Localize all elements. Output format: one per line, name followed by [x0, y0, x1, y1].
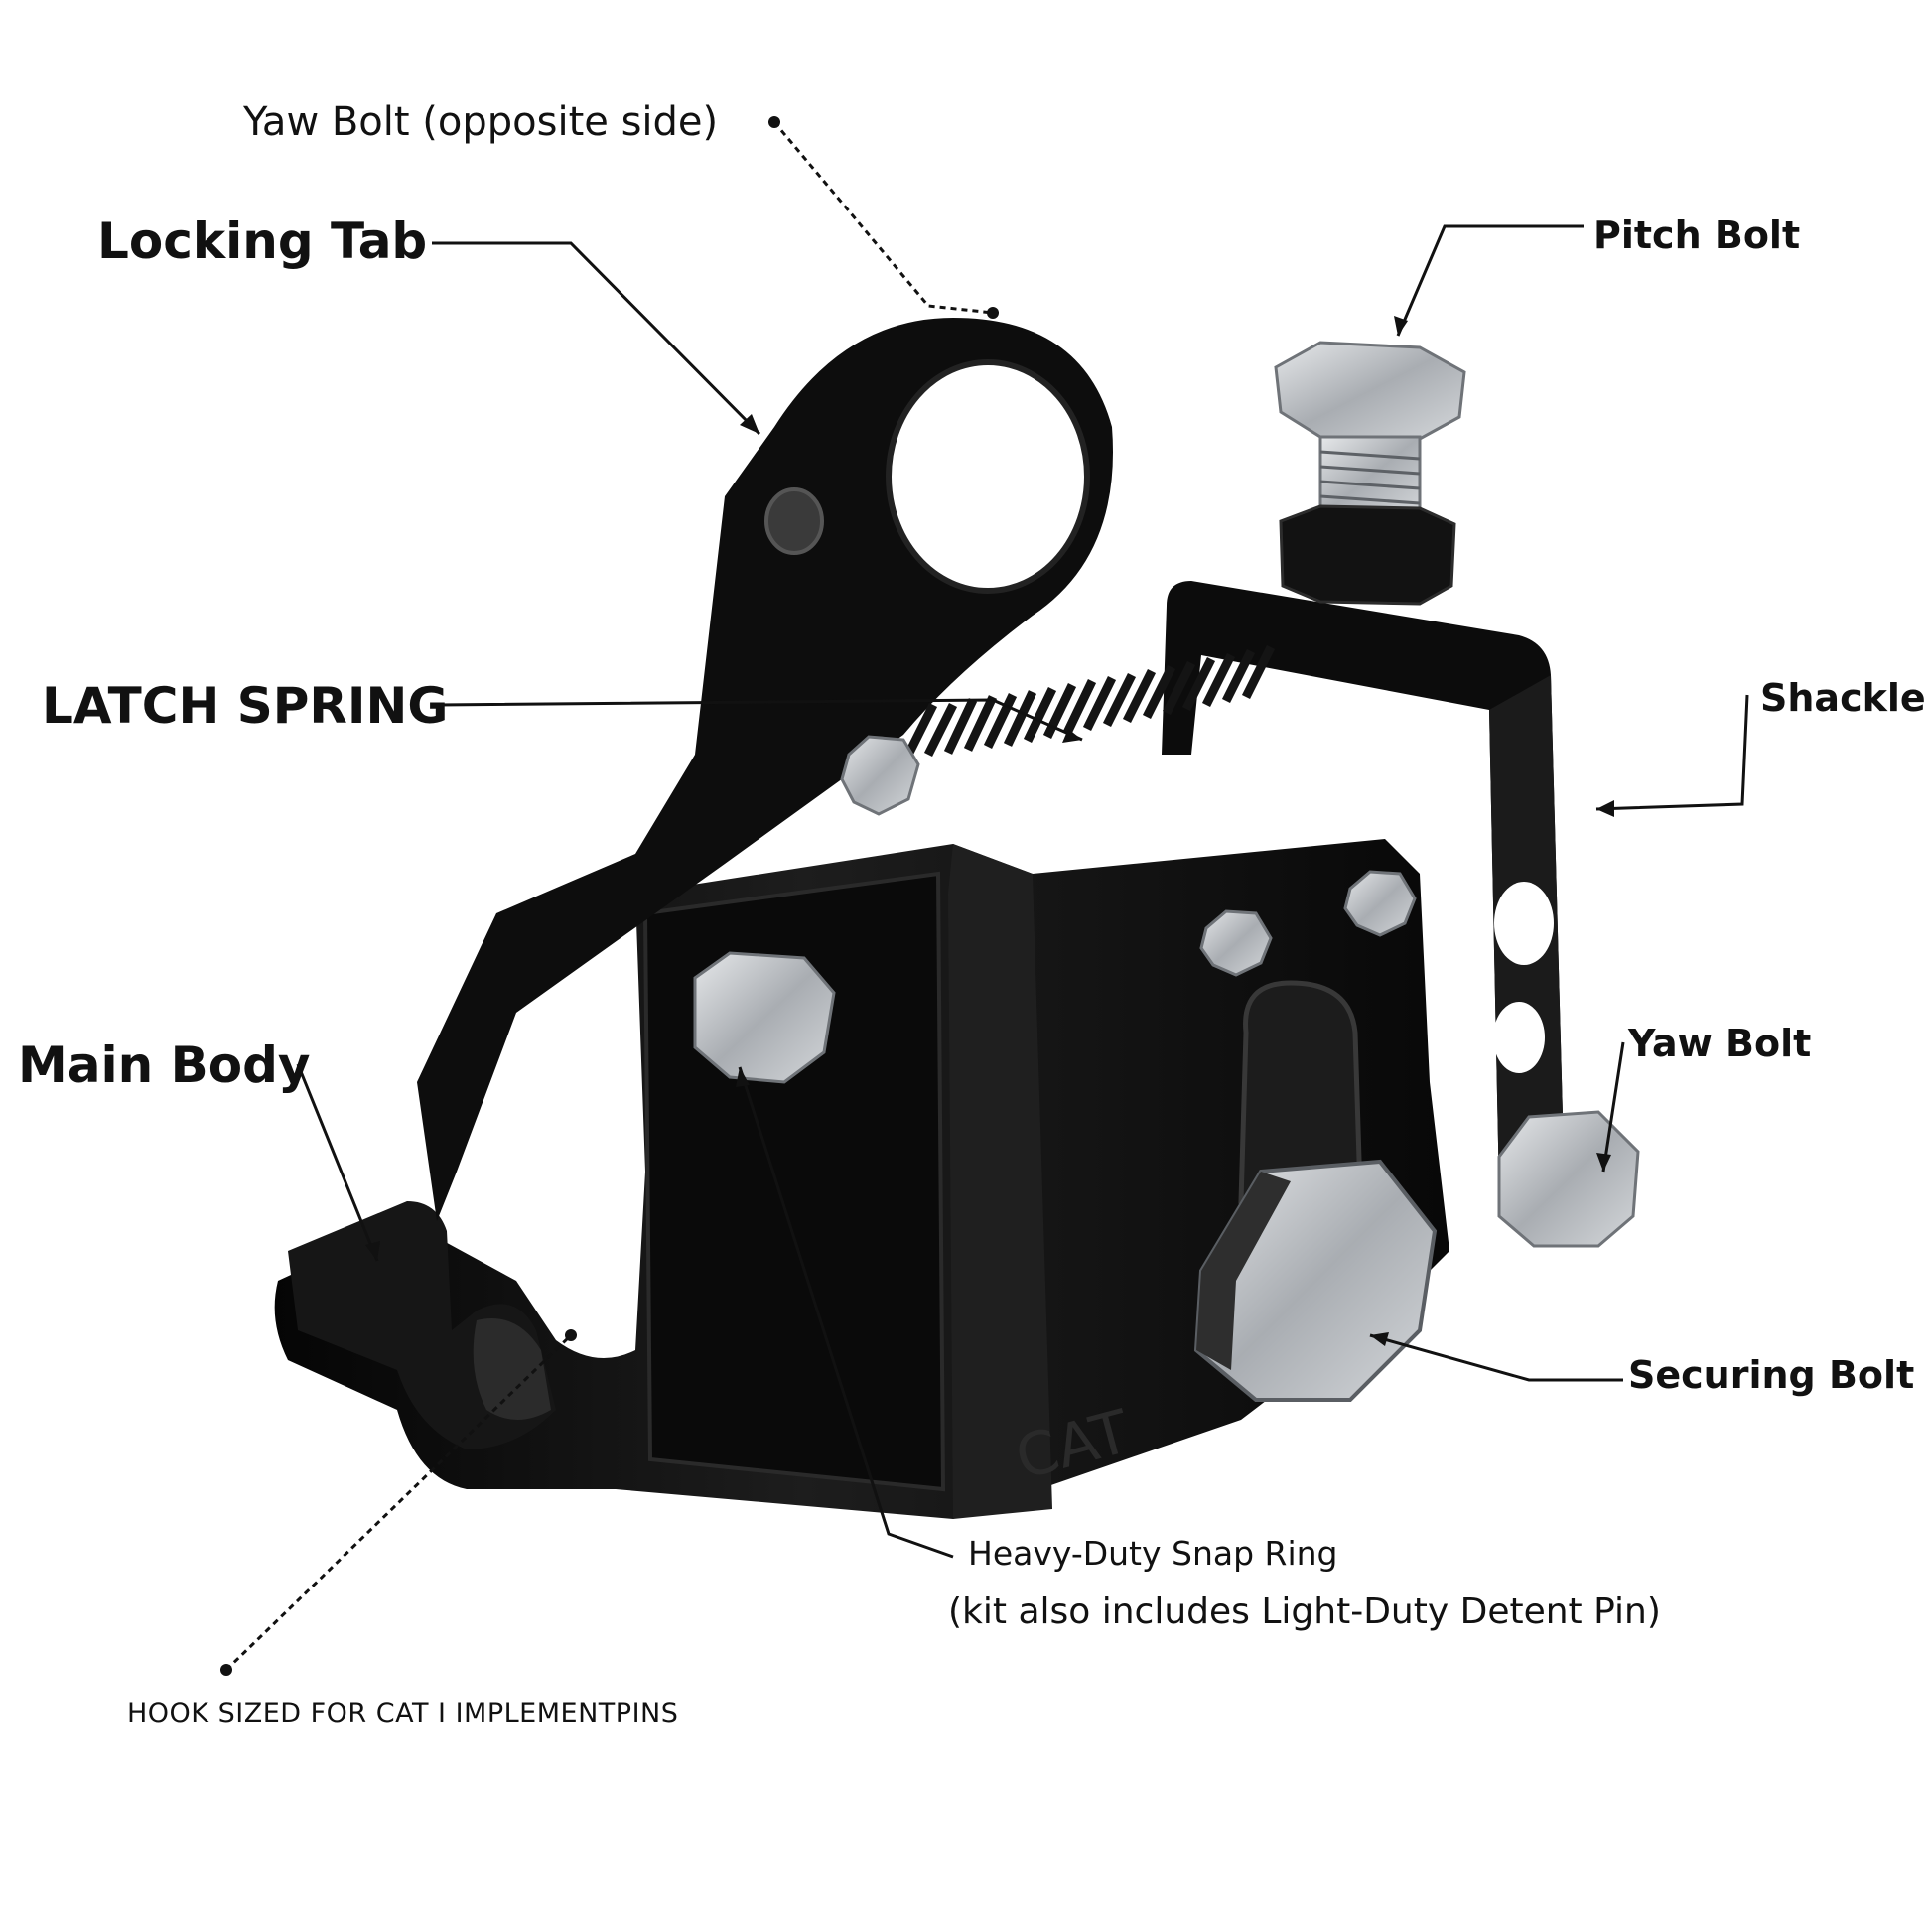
label-shackle: Shackle [1760, 676, 1926, 720]
label-securing-bolt: Securing Bolt [1628, 1353, 1915, 1397]
label-hook-size: HOOK SIZED FOR CAT I IMPLEMENTPINS [127, 1698, 679, 1728]
main-body-leader [296, 1063, 379, 1262]
leader-arrowheads [220, 116, 1614, 1676]
leader-lines [296, 224, 1749, 1559]
label-pitch-bolt: Pitch Bolt [1593, 213, 1801, 257]
label-yaw-bolt: Yaw Bolt [1628, 1022, 1812, 1065]
pitch-bolt-part [1274, 341, 1466, 606]
top-bolt-right [1343, 870, 1417, 937]
latch-spring-leader [436, 698, 1083, 742]
yaw-bolt-head [1497, 1110, 1640, 1248]
snap-ring-leader [738, 1066, 954, 1559]
pitch-bolt-leader [1396, 224, 1584, 337]
latch-spring-part [903, 644, 1276, 758]
yaw-bolt-leader [1601, 1041, 1625, 1173]
shackle-leader [1595, 694, 1749, 811]
securing-bolt-leader [1369, 1333, 1623, 1382]
label-snap-ring: Heavy-Duty Snap Ring [968, 1534, 1338, 1573]
label-latch-spring: LATCH SPRING [42, 677, 449, 735]
hook-size-leader [224, 1333, 573, 1672]
snap-ring-bolt [693, 951, 836, 1084]
top-bolt-left [1199, 909, 1273, 977]
yaw-opposite-leader [772, 121, 994, 315]
label-yaw-bolt-opposite: Yaw Bolt (opposite side) [243, 99, 719, 145]
label-locking-tab: Locking Tab [97, 212, 428, 270]
spring-anchor-bolt [840, 735, 920, 816]
dotted-leaders [224, 121, 994, 1672]
locking-tab-hole [886, 359, 1090, 594]
shackle-hole-upper [1494, 882, 1554, 965]
locking-tab-leader [432, 241, 761, 436]
locking-tab-part [417, 318, 1113, 1221]
shackle-hole-lower [1493, 1002, 1545, 1073]
label-snap-ring-note: (kit also includes Light-Duty Detent Pin… [948, 1591, 1661, 1632]
locking-tab-bolt-hole [764, 487, 824, 555]
label-main-body: Main Body [18, 1036, 311, 1094]
